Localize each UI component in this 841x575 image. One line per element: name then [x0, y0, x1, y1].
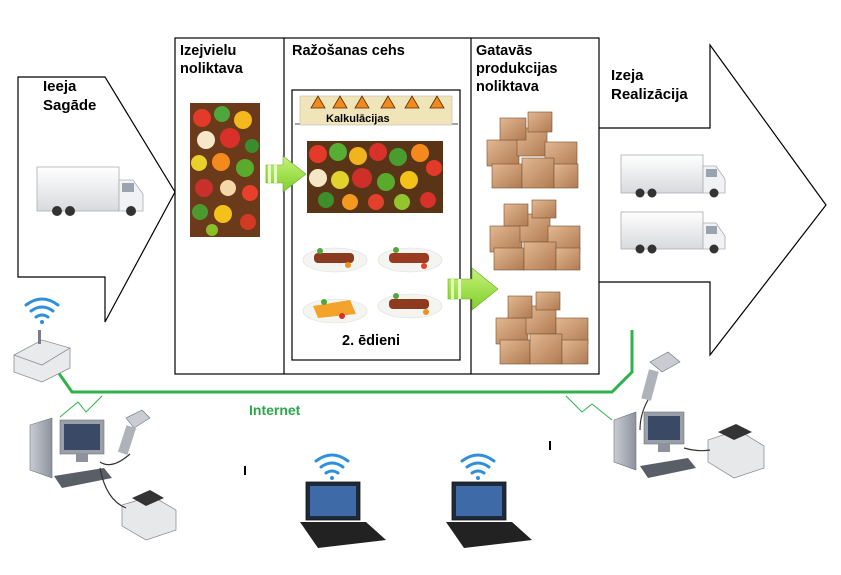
- finished-warehouse-label: Gatavās produkcijas noliktava: [476, 42, 557, 96]
- dish-image: [377, 293, 443, 319]
- truck-icon: [620, 211, 726, 254]
- green-flow-arrow: [447, 267, 499, 311]
- output-label-line2: Realizācija: [611, 86, 688, 103]
- cable: [639, 399, 649, 431]
- wifi-icon: [460, 453, 496, 480]
- vegetables-image: [190, 103, 260, 237]
- boxes-image: [489, 199, 581, 271]
- green-flow-arrow: [265, 155, 307, 193]
- stray-mark: [244, 466, 246, 475]
- cable: [683, 447, 711, 452]
- truck-icon: [620, 154, 726, 198]
- lightning-connector: [59, 395, 613, 421]
- finished-warehouse-line1: Gatavās: [476, 43, 533, 59]
- internet-label: Internet: [249, 402, 301, 418]
- input-label: Ieeja Sagāde: [43, 77, 96, 115]
- input-label-line2: Sagāde: [43, 97, 97, 114]
- desktop-computer-icon: [29, 417, 112, 488]
- receipt-printer-icon: [707, 424, 765, 479]
- truck-icon: [36, 166, 144, 216]
- dish-image: [377, 247, 443, 273]
- internet-line: [56, 330, 634, 394]
- dish-image: [302, 298, 368, 324]
- raw-warehouse-line2: noliktava: [180, 61, 243, 77]
- vegetables-image: [307, 141, 443, 213]
- wifi-icon: [24, 297, 60, 324]
- output-label-line1: Izeja: [611, 67, 644, 84]
- boxes-image: [486, 111, 579, 189]
- barcode-scanner-icon: [117, 409, 151, 455]
- router-icon: [13, 330, 71, 383]
- calc-triangle-icons: [310, 95, 445, 109]
- calc-banner: [299, 95, 453, 126]
- desktop-computer-icon: [613, 411, 696, 478]
- laptop-icon: [300, 481, 386, 548]
- raw-warehouse-label: Izejvielu noliktava: [180, 42, 243, 78]
- output-arrow: [597, 43, 827, 357]
- barcode-scanner-icon: [641, 351, 681, 401]
- finished-warehouse-line2: produkcijas: [476, 61, 558, 77]
- output-label: Izeja Realizācija: [611, 66, 688, 104]
- boxes-image: [495, 291, 589, 365]
- dishes-label: 2. ēdieni: [342, 333, 401, 349]
- stray-mark: [549, 441, 551, 450]
- finished-warehouse-line3: noliktava: [476, 79, 539, 95]
- dish-image: [302, 247, 368, 273]
- input-label-line1: Ieeja: [43, 78, 77, 95]
- production-title: Ražošanas cehs: [292, 43, 405, 59]
- cable: [99, 453, 131, 509]
- wifi-icon: [314, 453, 350, 480]
- calc-label: Kalkulācijas: [326, 113, 390, 125]
- raw-warehouse-line1: Izejvielu: [180, 43, 237, 59]
- receipt-printer-icon: [121, 490, 177, 541]
- laptop-icon: [446, 481, 532, 548]
